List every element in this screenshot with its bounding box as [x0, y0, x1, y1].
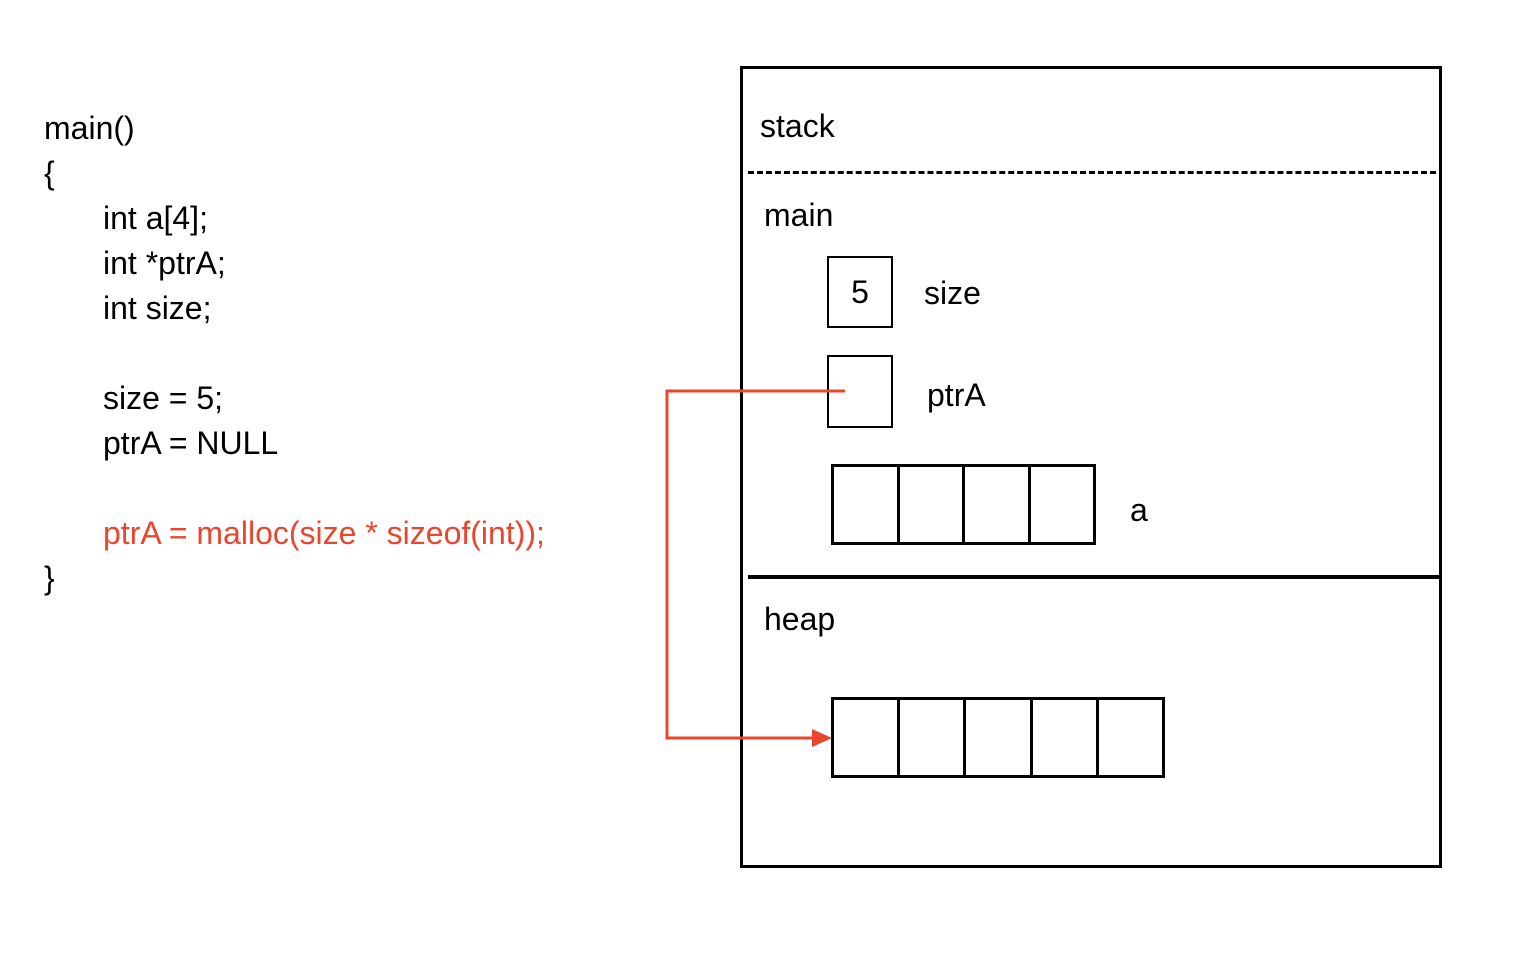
- heap-block-slot: [900, 700, 967, 775]
- code-line-declare-ptra: int *ptrA;: [103, 245, 226, 281]
- size-cell: 5: [827, 256, 893, 328]
- array-a-slot: [900, 467, 965, 542]
- ptra-cell: [827, 355, 893, 428]
- heap-block-slot: [966, 700, 1033, 775]
- array-a-slot: [1031, 467, 1094, 542]
- code-line-open-brace: {: [44, 155, 55, 191]
- array-a-slot: [965, 467, 1031, 542]
- code-line-assign-null: ptrA = NULL: [103, 425, 279, 461]
- ptra-label: ptrA: [927, 377, 986, 413]
- heap-block-slot: [1033, 700, 1099, 775]
- stack-frame-divider: [748, 171, 1436, 174]
- heap-block: [831, 697, 1165, 778]
- code-line-malloc: ptrA = malloc(size * sizeof(int));: [103, 515, 545, 551]
- code-line-declare-size: int size;: [103, 290, 212, 326]
- heap-block-slot: [1099, 700, 1162, 775]
- code-line-close-brace: }: [44, 560, 55, 596]
- code-block: main() { int a[4]; int *ptrA; int size; …: [44, 106, 545, 601]
- code-line-declare-a: int a[4];: [103, 200, 208, 236]
- code-line-blank: [44, 331, 545, 376]
- array-a-label: a: [1130, 492, 1148, 528]
- stack-array-a: [831, 464, 1096, 545]
- main-frame-label: main: [764, 197, 834, 233]
- stack-heap-divider: [748, 575, 1439, 579]
- stack-label: stack: [760, 108, 835, 144]
- code-line-blank: [44, 466, 545, 511]
- heap-label: heap: [764, 601, 836, 637]
- array-a-slot: [834, 467, 900, 542]
- size-label: size: [924, 275, 981, 311]
- heap-block-slot: [834, 700, 901, 775]
- code-line-assign-size: size = 5;: [103, 380, 224, 416]
- code-line-main: main(): [44, 110, 135, 146]
